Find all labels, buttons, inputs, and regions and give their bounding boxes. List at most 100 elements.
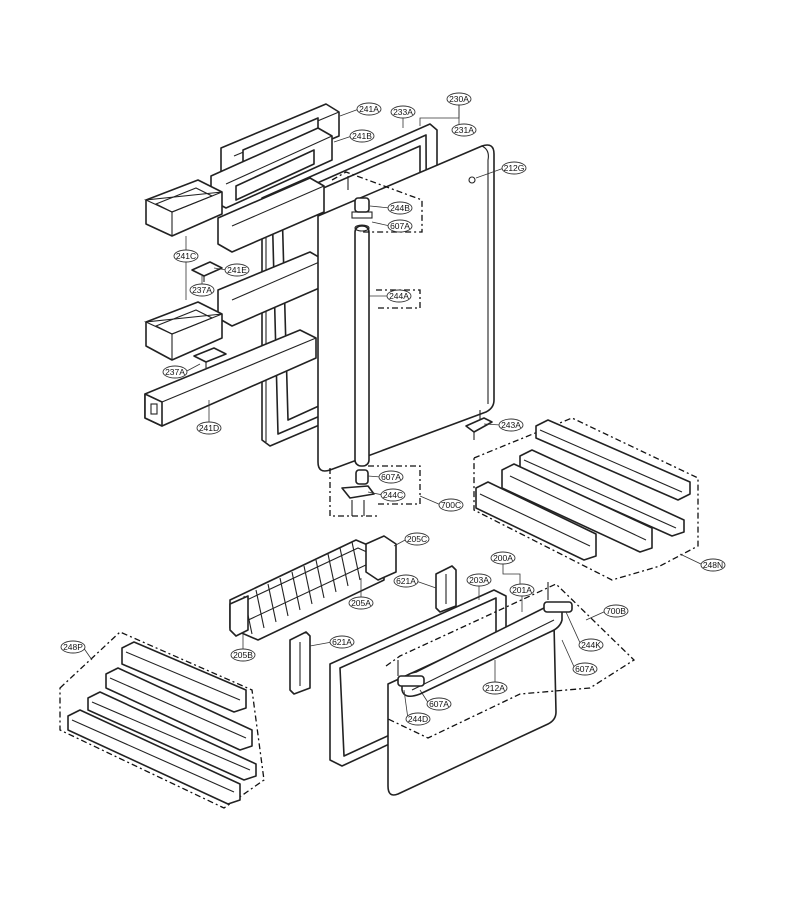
callout-oval (173, 249, 199, 263)
callout-621a: 621A (393, 574, 419, 588)
callout-label: 241C (176, 251, 196, 261)
callout-oval (378, 470, 404, 484)
callout-label: 205A (351, 598, 371, 608)
callout-label: 700B (606, 606, 626, 616)
callout-231a: 231A (451, 123, 477, 137)
callout-244a: 244A (386, 289, 412, 303)
callout-label: 244D (408, 714, 428, 724)
callout-oval (466, 573, 492, 587)
callout-205c: 205C (404, 532, 430, 546)
callout-241d: 241D (196, 421, 222, 435)
callout-label: 700C (441, 500, 461, 510)
callout-oval (426, 697, 452, 711)
callout-oval (393, 574, 419, 588)
callout-241e: 241E (224, 263, 250, 277)
rail-assembly-248p (59, 631, 265, 809)
callout-607a: 607A (426, 697, 452, 711)
callout-oval (349, 129, 375, 143)
callout-oval (329, 635, 355, 649)
callout-oval (386, 289, 412, 303)
callout-241b: 241B (349, 129, 375, 143)
callout-oval (572, 662, 598, 676)
callout-label: 241A (359, 104, 379, 114)
callout-label: 205C (407, 534, 427, 544)
callout-233a: 233A (390, 105, 416, 119)
callout-244d: 244D (405, 712, 431, 726)
callout-oval (490, 551, 516, 565)
callout-205b: 205B (230, 648, 256, 662)
callout-label: 205B (233, 650, 253, 660)
callout-621a: 621A (329, 635, 355, 649)
hinge-rod-244a (354, 224, 370, 467)
callout-212a: 212A (482, 681, 508, 695)
callout-label: 244K (581, 640, 601, 650)
callout-700c: 700C (438, 498, 464, 512)
callout-label: 244A (389, 291, 409, 301)
small-bin-241c-upper (143, 179, 223, 237)
drawer-hinge-244k (543, 582, 573, 613)
callout-oval (404, 532, 430, 546)
freezer-basket-205a (229, 535, 397, 641)
callout-oval (498, 418, 524, 432)
callout-oval (224, 263, 250, 277)
callout-230a: 230A (446, 92, 472, 106)
bracket-621a-lower (289, 631, 311, 695)
callout-label: 231A (454, 125, 474, 135)
callout-oval (356, 102, 382, 116)
callout-200a: 200A (490, 551, 516, 565)
callout-label: 607A (381, 472, 401, 482)
callout-label: 212A (485, 683, 505, 693)
callout-607a: 607A (387, 219, 413, 233)
callout-oval (162, 365, 188, 379)
door-bin-241b (210, 127, 333, 209)
callout-label: 230A (449, 94, 469, 104)
callout-oval (387, 219, 413, 233)
callout-700b: 700B (603, 604, 629, 618)
leader-lines (82, 105, 704, 720)
callout-label: 248P (63, 642, 83, 652)
hinge-244b (347, 176, 373, 219)
callout-241c: 241C (173, 249, 199, 263)
drawer-hinge-244d (397, 660, 425, 687)
callout-oval (578, 638, 604, 652)
callout-243a: 243A (498, 418, 524, 432)
callout-label: 241B (352, 131, 372, 141)
drawer-handle-212a (401, 604, 563, 698)
small-bin-241c-lower (143, 301, 223, 361)
callout-203a: 203A (466, 573, 492, 587)
door-bin-upper (217, 177, 325, 253)
callout-label: 244C (383, 490, 403, 500)
callout-oval (501, 161, 527, 175)
callout-oval (230, 648, 256, 662)
callout-label: 607A (429, 699, 449, 709)
callout-248p: 248P (60, 640, 86, 654)
callout-201a: 201A (509, 583, 535, 597)
callout-label: 212G (504, 163, 525, 173)
callout-oval (603, 604, 629, 618)
callout-label: 233A (393, 107, 413, 117)
callout-oval (451, 123, 477, 137)
callout-label: 237A (192, 285, 212, 295)
callout-oval (387, 201, 413, 215)
callout-607a: 607A (572, 662, 598, 676)
callout-label: 607A (390, 221, 410, 231)
callout-label: 237A (165, 367, 185, 377)
callout-oval (446, 92, 472, 106)
callout-oval (390, 105, 416, 119)
callout-label: 607A (575, 664, 595, 674)
callout-237a: 237A (189, 283, 215, 297)
callout-label: 201A (512, 585, 532, 595)
callout-oval (196, 421, 222, 435)
callout-244k: 244K (578, 638, 604, 652)
callout-labels: 230A 233A 231A 241A 241B 212G 244B 607A 241C 241E… (60, 92, 726, 726)
clip-237a-upper (191, 261, 223, 282)
bracket-621a-upper (435, 565, 457, 613)
callout-oval (509, 583, 535, 597)
callout-label: 621A (396, 576, 416, 586)
callout-label: 241E (227, 265, 247, 275)
callout-label: 248N (703, 560, 723, 570)
callout-244b: 244B (387, 201, 413, 215)
callout-241a: 241A (356, 102, 382, 116)
callout-oval (405, 712, 431, 726)
callout-label: 243A (501, 420, 521, 430)
